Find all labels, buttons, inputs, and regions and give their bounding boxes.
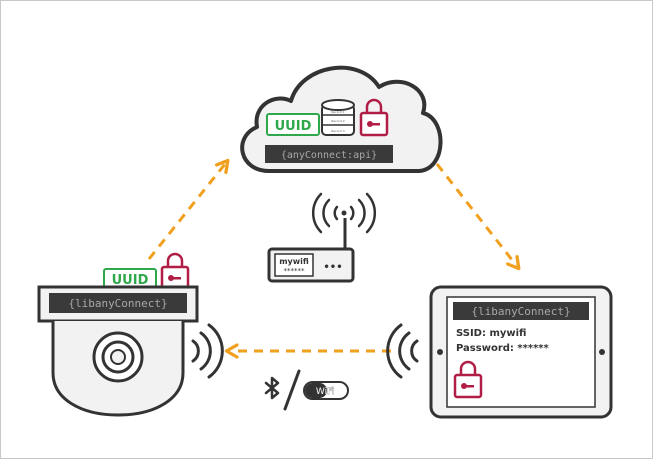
tablet-lib-text: {libanyConnect} (471, 305, 570, 318)
tablet-device: {libanyConnect} SSID: mywifi Password: *… (386, 285, 613, 419)
cloud-server: UUID Record 1 Record 2 Record 3 {anyConn… (240, 65, 443, 173)
database-icon: Record 1 Record 2 Record 3 (321, 99, 355, 136)
router-ssid: mywifi (279, 257, 309, 266)
camera-uuid-text: UUID (112, 273, 149, 288)
cloud-uuid-badge: UUID (266, 113, 320, 136)
db-row-3: Record 3 (331, 129, 344, 133)
cloud-api-label: {anyConnect:api} (265, 145, 393, 163)
wifi-router: mywifi ****** ••• (267, 192, 377, 283)
tablet-lib-label-bg (453, 302, 589, 320)
security-camera: UUID {libanyConnect} (37, 252, 224, 417)
tablet-lock-icon (453, 360, 483, 399)
camera-uuid-badge: UUID (103, 268, 157, 290)
bluetooth-icon (264, 376, 280, 400)
arrow-camera-to-cloud (147, 164, 225, 260)
broadcast-waves-icon (311, 192, 377, 234)
wifi-logo-icon: WiFi (303, 381, 349, 400)
separator-slash (283, 369, 301, 411)
wifi-logo-text: WiFi (316, 387, 334, 397)
router-status-dots: ••• (323, 262, 342, 273)
cloud-api-text: {anyConnect:api} (281, 150, 377, 161)
router-credentials-panel (274, 253, 314, 277)
camera-lock-icon (160, 252, 190, 291)
tablet-signal-waves-icon (386, 323, 419, 379)
tablet-password-line: Password: ****** (456, 343, 550, 354)
db-row-1: Record 1 (331, 110, 344, 114)
camera-lib-text: {libanyConnect} (68, 297, 167, 310)
router-password: ****** (284, 267, 306, 275)
cloud-uuid-text: UUID (275, 119, 312, 134)
camera-lib-label-bg (49, 293, 187, 313)
camera-lens (92, 331, 144, 383)
tablet-home-button-right (599, 349, 605, 355)
camera-signal-waves-icon (191, 323, 224, 379)
arrow-cloud-to-tablet (435, 163, 516, 265)
db-row-2: Record 2 (331, 119, 344, 123)
tablet-ssid-line: SSID: mywifi (456, 328, 526, 339)
transport-icons: WiFi (264, 369, 349, 411)
cloud-lock-icon (359, 98, 389, 137)
tablet-home-button-left (437, 349, 443, 355)
